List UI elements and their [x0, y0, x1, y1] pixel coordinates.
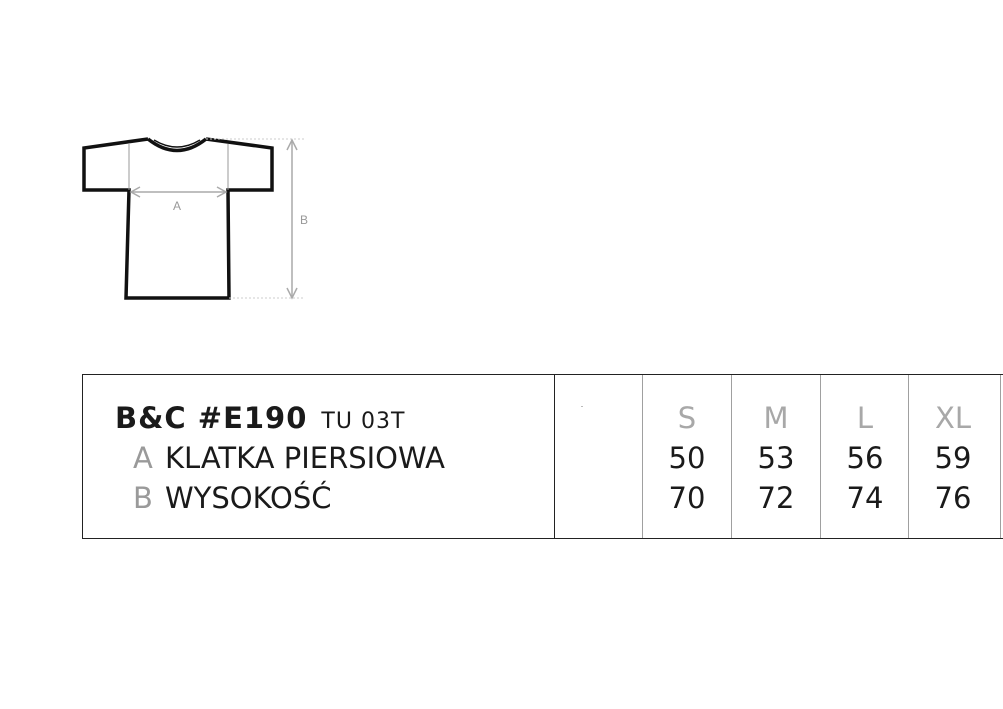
product-code: B&C #E190	[115, 401, 308, 435]
chest-label: A	[173, 199, 181, 213]
height-label: B	[300, 213, 308, 227]
table-divider	[554, 375, 555, 538]
height-value-l: 74	[846, 481, 884, 515]
product-heading: B&C #E190 TU 03T	[115, 401, 405, 435]
chest-value-m: 53	[757, 441, 795, 475]
height-guides	[206, 138, 304, 299]
measure-row-chest: A KLATKA PIERSIOWA	[133, 441, 445, 475]
chest-value-s: 50	[668, 441, 706, 475]
tshirt-collar	[146, 137, 208, 153]
decorative-dot	[581, 406, 583, 407]
column-divider	[820, 375, 821, 538]
chest-value-l: 56	[846, 441, 884, 475]
measure-label: WYSOKOŚĆ	[165, 481, 332, 515]
column-divider	[731, 375, 732, 538]
column-divider	[908, 375, 909, 538]
product-subcode: TU 03T	[321, 409, 406, 434]
height-value-xl: 76	[934, 481, 972, 515]
measure-letter: A	[133, 441, 153, 475]
size-header-s: S	[677, 401, 697, 435]
column-divider	[1000, 375, 1001, 538]
chest-arrow	[129, 186, 228, 198]
height-value-s: 70	[668, 481, 706, 515]
size-header-xl: XL	[934, 401, 972, 435]
height-arrow	[286, 138, 298, 300]
measure-row-height: B WYSOKOŚĆ	[133, 481, 332, 515]
size-table: B&C #E190 TU 03T A KLATKA PIERSIOWA B WYSOK…	[82, 374, 1003, 539]
size-header-m: M	[763, 401, 789, 435]
chest-value-xl: 59	[934, 441, 972, 475]
height-value-m: 72	[757, 481, 795, 515]
tshirt-diagram: A B	[82, 137, 308, 300]
column-divider	[642, 375, 643, 538]
measure-letter: B	[133, 481, 153, 515]
tshirt-collar-inner	[153, 139, 201, 148]
size-header-l: L	[856, 401, 874, 435]
tshirt-outline	[82, 137, 274, 300]
measure-label: KLATKA PIERSIOWA	[165, 441, 445, 475]
